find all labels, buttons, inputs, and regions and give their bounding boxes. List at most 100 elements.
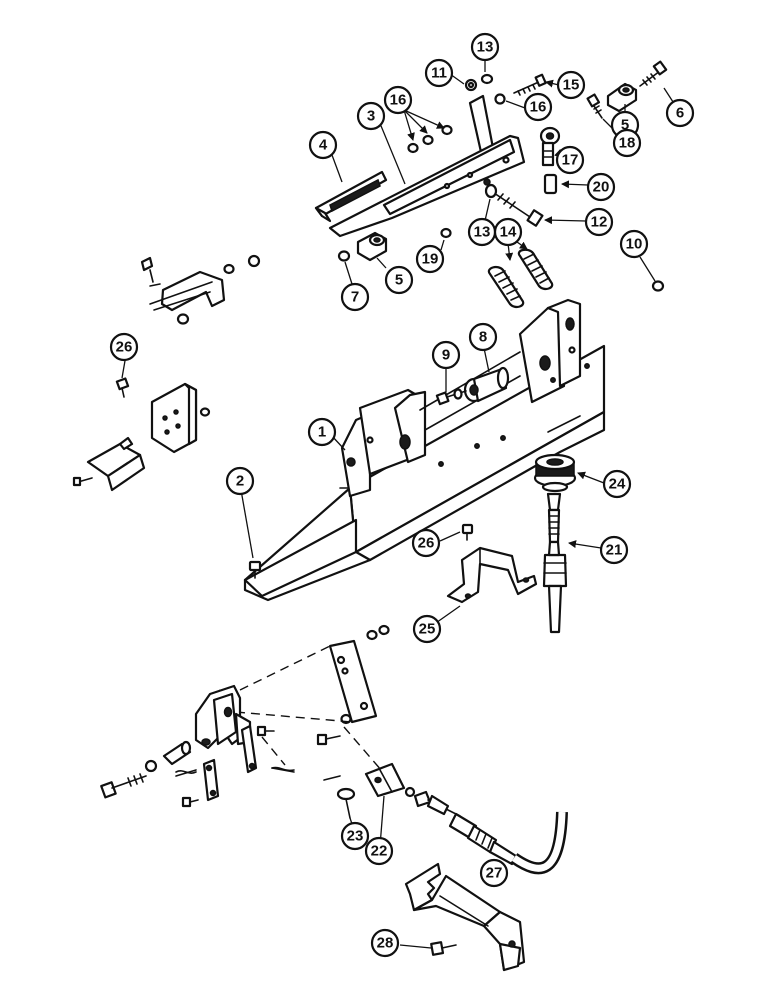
callout-9: 9 bbox=[431, 340, 461, 370]
callout-18-label: 18 bbox=[619, 135, 636, 152]
bellcrank-part bbox=[194, 684, 258, 774]
callout-17-label: 17 bbox=[562, 152, 579, 169]
washer-13-part bbox=[480, 73, 494, 85]
nuts-lower-part bbox=[340, 624, 390, 725]
mount-frame-1-part bbox=[243, 298, 606, 602]
callout-12-label: 12 bbox=[591, 214, 608, 231]
callout-1: 1 bbox=[307, 417, 337, 447]
callout-10: 10 bbox=[619, 229, 649, 259]
callout-4: 4 bbox=[308, 130, 338, 160]
bolt-2-part bbox=[248, 560, 262, 579]
callout-25-label: 25 bbox=[419, 621, 436, 638]
nut-11-part bbox=[464, 78, 478, 92]
callout-26b-label: 26 bbox=[418, 535, 435, 552]
callout-22-label: 22 bbox=[371, 843, 388, 860]
callout-5b: 5 bbox=[384, 265, 414, 295]
clevis-22-part bbox=[364, 762, 416, 798]
callout-3-label: 3 bbox=[367, 108, 375, 125]
nut-16-part bbox=[494, 93, 506, 105]
pivot-block-5-part bbox=[606, 82, 638, 113]
callout-13b-label: 13 bbox=[474, 224, 491, 241]
callout-25: 25 bbox=[412, 614, 442, 644]
washer-13b-part bbox=[484, 183, 498, 199]
callout-8-label: 8 bbox=[479, 329, 487, 346]
latch-bracket-part bbox=[140, 254, 261, 325]
callout-28: 28 bbox=[370, 928, 400, 958]
bolt-26b-part bbox=[461, 523, 474, 541]
callout-21-label: 21 bbox=[606, 542, 623, 559]
small-bolts-part bbox=[181, 725, 341, 808]
callout-23: 23 bbox=[340, 821, 370, 851]
callout-6: 6 bbox=[665, 98, 695, 128]
callout-3: 3 bbox=[356, 101, 386, 131]
callout-27: 27 bbox=[479, 858, 509, 888]
callout-24-label: 24 bbox=[609, 476, 626, 493]
callout-14-label: 14 bbox=[500, 224, 517, 241]
pin-8-part bbox=[463, 366, 510, 403]
callout-28-label: 28 bbox=[377, 935, 394, 952]
callout-26a-label: 26 bbox=[116, 339, 133, 356]
bolt-26a-part bbox=[115, 377, 130, 398]
bolt-6-part bbox=[639, 60, 668, 87]
callout-6-label: 6 bbox=[676, 105, 684, 122]
callout-16b: 16 bbox=[523, 92, 553, 122]
spacer-20-part bbox=[543, 173, 558, 195]
callout-5a-label: 5 bbox=[621, 117, 629, 134]
springs-14-part bbox=[487, 248, 554, 309]
callout-22: 22 bbox=[364, 836, 394, 866]
callout-26a: 26 bbox=[109, 332, 139, 362]
callout-17: 17 bbox=[555, 145, 585, 175]
callout-5b-label: 5 bbox=[395, 272, 403, 289]
callout-16b-label: 16 bbox=[530, 99, 547, 116]
callout-27-label: 27 bbox=[486, 865, 503, 882]
cotter-pins-part bbox=[175, 766, 341, 781]
callout-12: 12 bbox=[584, 207, 614, 237]
callout-9-label: 9 bbox=[442, 347, 450, 364]
bolt-18-part bbox=[586, 93, 603, 119]
callout-2: 2 bbox=[225, 466, 255, 496]
rod-end-17-part bbox=[539, 126, 561, 167]
callout-8: 8 bbox=[468, 322, 498, 352]
callout-19-label: 19 bbox=[422, 251, 439, 268]
callout-1-label: 1 bbox=[318, 424, 326, 441]
callout-13b: 13 bbox=[467, 217, 497, 247]
callout-13a-label: 13 bbox=[477, 39, 494, 56]
callout-16a-label: 16 bbox=[390, 92, 407, 109]
callout-21: 21 bbox=[599, 535, 629, 565]
bushing-part bbox=[144, 740, 192, 773]
plate-part bbox=[328, 639, 378, 724]
bolt-12-part bbox=[493, 192, 544, 227]
bracket-27-part bbox=[404, 862, 526, 972]
callout-23-label: 23 bbox=[347, 828, 364, 845]
callout-4-label: 4 bbox=[319, 137, 328, 154]
callout-10-label: 10 bbox=[626, 236, 643, 253]
callout-24: 24 bbox=[602, 469, 632, 499]
callout-11: 11 bbox=[424, 58, 454, 88]
callout-18: 18 bbox=[612, 128, 642, 158]
nuts-16-part bbox=[407, 124, 453, 154]
nut-7-part bbox=[337, 250, 351, 262]
bolt-lower-left-part bbox=[100, 773, 147, 799]
nut-19-part bbox=[440, 227, 452, 239]
callout-20: 20 bbox=[586, 172, 616, 202]
callout-16a: 16 bbox=[383, 85, 413, 115]
callout-2-label: 2 bbox=[236, 473, 244, 490]
pedal-pad-4-part bbox=[314, 170, 388, 223]
bolt-9-part bbox=[435, 388, 467, 406]
callout-19: 19 bbox=[415, 244, 445, 274]
callout-11-label: 11 bbox=[431, 65, 447, 82]
callout-7: 7 bbox=[340, 282, 370, 312]
callout-13a: 13 bbox=[470, 32, 500, 62]
callout-15-label: 15 bbox=[563, 77, 580, 94]
pedal-arm-3-part bbox=[328, 94, 526, 238]
floor-bracket-part bbox=[72, 382, 211, 492]
pivot-block-5b-part bbox=[356, 231, 388, 262]
bracket-25-part bbox=[446, 546, 538, 604]
cable-21-part bbox=[542, 492, 568, 634]
callout-26b: 26 bbox=[411, 528, 441, 558]
link-part bbox=[202, 758, 220, 802]
callout-7-label: 7 bbox=[351, 289, 359, 306]
callout-20-label: 20 bbox=[593, 179, 610, 196]
callout-15: 15 bbox=[556, 70, 586, 100]
